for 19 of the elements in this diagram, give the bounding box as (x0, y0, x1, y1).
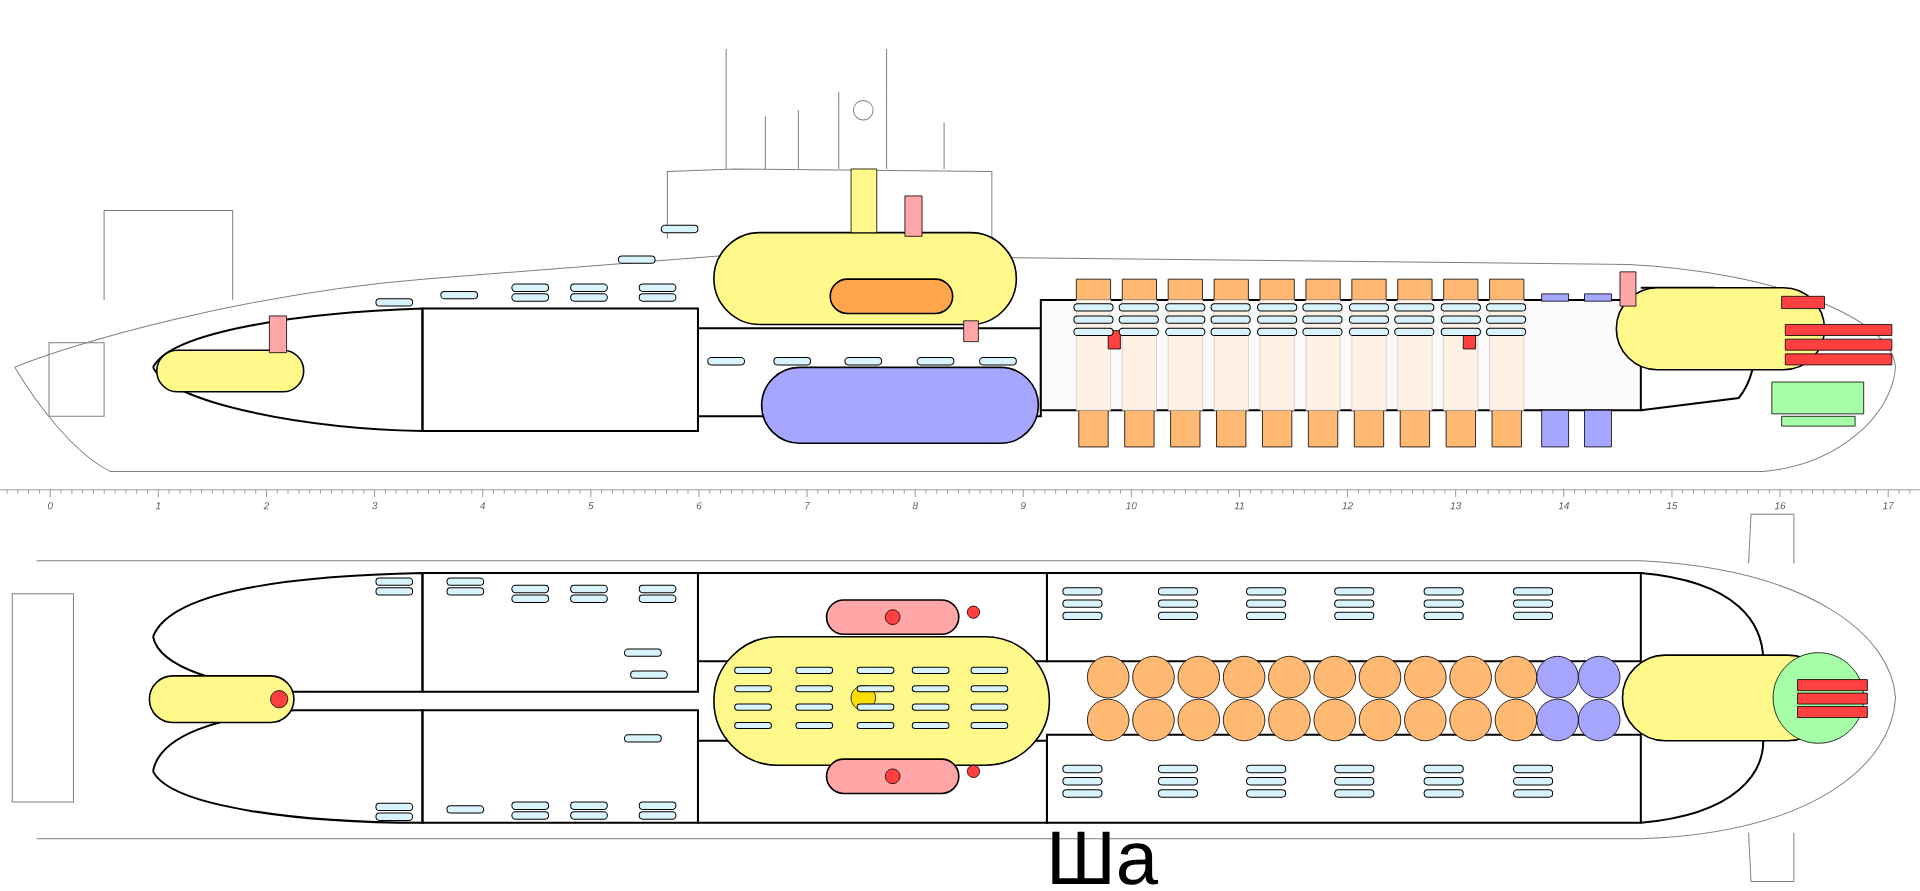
scale-number: 12 (1342, 502, 1353, 509)
scale-number: 0 (47, 501, 53, 510)
scale-number: 17 (1882, 502, 1895, 509)
scale-number: 7 (805, 502, 811, 509)
scale-number: 14 (1558, 502, 1569, 509)
scale-number: 10 (1126, 501, 1137, 510)
scale-number: 8 (912, 501, 918, 510)
scale-number: 3 (372, 501, 378, 510)
scale-number: 11 (1234, 502, 1244, 509)
scale-number: 6 (696, 501, 702, 510)
scale-number: 5 (588, 502, 594, 509)
scale-number: 9 (1020, 501, 1026, 510)
scale-number: 15 (1666, 502, 1678, 509)
scale-number: 4 (480, 502, 486, 509)
scale-number: 2 (263, 502, 270, 509)
scale-number: 13 (1450, 501, 1462, 510)
scale-number: 1 (155, 502, 161, 509)
large-text: Ша (1052, 831, 1159, 885)
scale-number: 16 (1774, 501, 1786, 510)
